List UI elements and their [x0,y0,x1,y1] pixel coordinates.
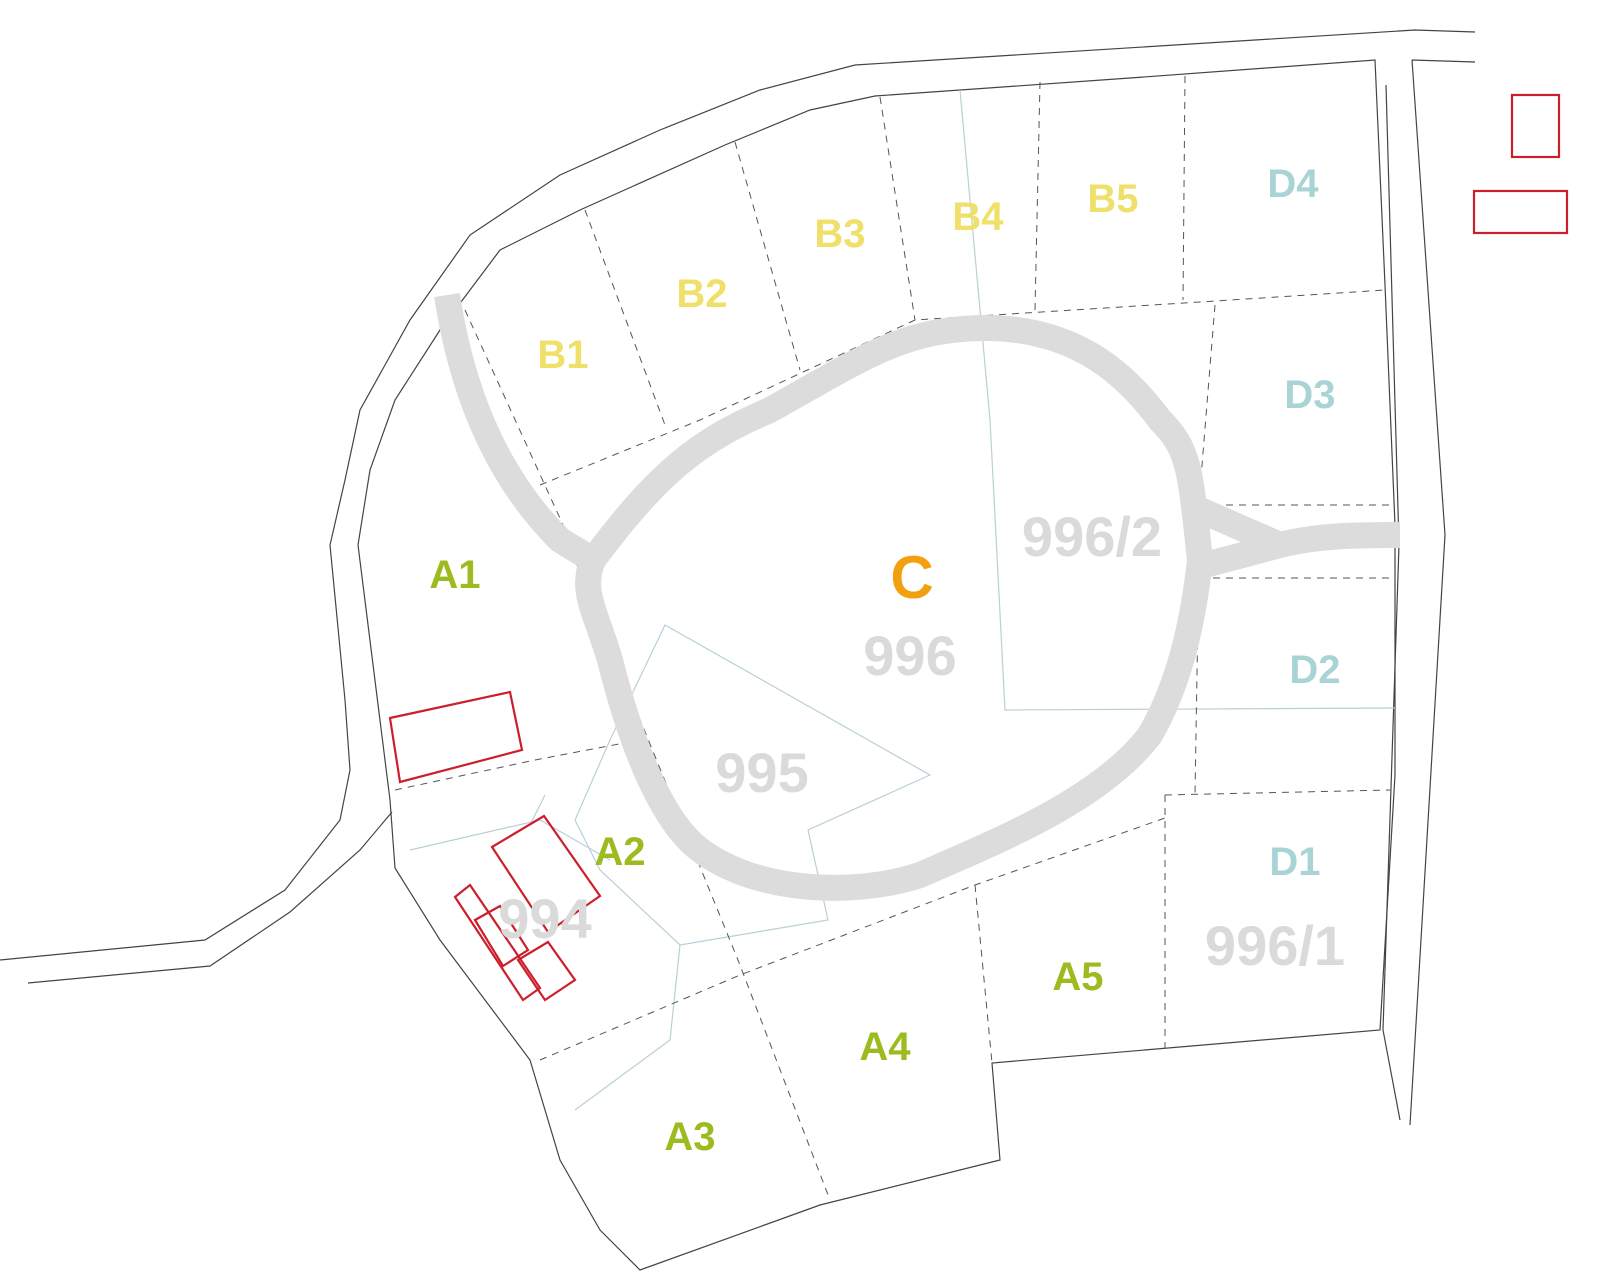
building-a1 [388,690,524,784]
plot-label-d3: D3 [1284,373,1335,417]
parcel-label-996-1: 996/1 [1205,914,1345,977]
plot-label-a1: A1 [429,553,480,597]
building-994-main [490,814,602,934]
division-b4-b5 [1034,81,1041,311]
plot-label-b5: B5 [1087,177,1138,221]
plot-label-d1: D1 [1269,840,1320,884]
division-b5-d4 [1182,75,1186,301]
site-boundary [357,59,1396,1271]
parcel-label-996: 996 [863,624,956,687]
division-d2-d1 [1164,789,1391,796]
plot-label-b4: B4 [952,195,1004,239]
division-a1-a2 [394,739,641,791]
plot-label-d2: D2 [1289,648,1340,692]
track-loop [575,314,1213,901]
parcel-label-996-2: 996/2 [1022,505,1162,568]
division-b1-b2 [584,209,666,426]
plot-labels: A1 A2 A3 A4 A5 B1 B2 B3 B4 B5 C D1 D2 D3… [429,162,1340,1159]
access-track [434,293,1401,901]
parcel-numbers: 996 995 994 996/2 996/1 [498,505,1345,977]
parcel-label-995: 995 [715,741,808,804]
parcel-label-994: 994 [498,887,591,950]
division-b-row-bottom [539,289,1386,486]
building-994-small-2 [516,940,577,1002]
roads [0,29,1476,1126]
track-east-junction [1201,532,1284,578]
division-a4-a5 [974,884,993,1064]
road-outer-edge [0,29,1476,961]
plot-label-d4: D4 [1267,162,1319,206]
division-b3-b4 [879,96,916,321]
road-inner-edge [27,811,393,984]
road-right-edge-1 [1409,59,1446,1126]
plot-label-a2: A2 [594,830,645,874]
parcel-boundaries [409,89,1396,1111]
division-b2-b3 [734,141,801,371]
building-top-right-1 [1510,93,1561,159]
division-a-row-top [539,817,1166,1061]
track-west-branch [434,293,600,572]
plot-label-b1: B1 [537,333,588,377]
road-right-edge-2 [1382,84,1401,1121]
plot-label-a4: A4 [859,1025,911,1069]
plot-label-a5: A5 [1052,955,1103,999]
plot-label-a3: A3 [664,1115,715,1159]
parcel-line-994 [409,794,681,1111]
parcel-line-996-2 [959,89,1396,711]
track-east-branch [1194,498,1401,558]
plot-label-b3: B3 [814,212,865,256]
road-right-edge-outer [1411,59,1476,63]
building-top-right-2 [1472,189,1569,235]
plot-label-c: C [890,544,933,611]
building-994-small-1 [453,883,542,1002]
building-994-small-3 [473,904,530,968]
buildings [388,93,1569,1002]
plot-label-b2: B2 [676,272,727,316]
